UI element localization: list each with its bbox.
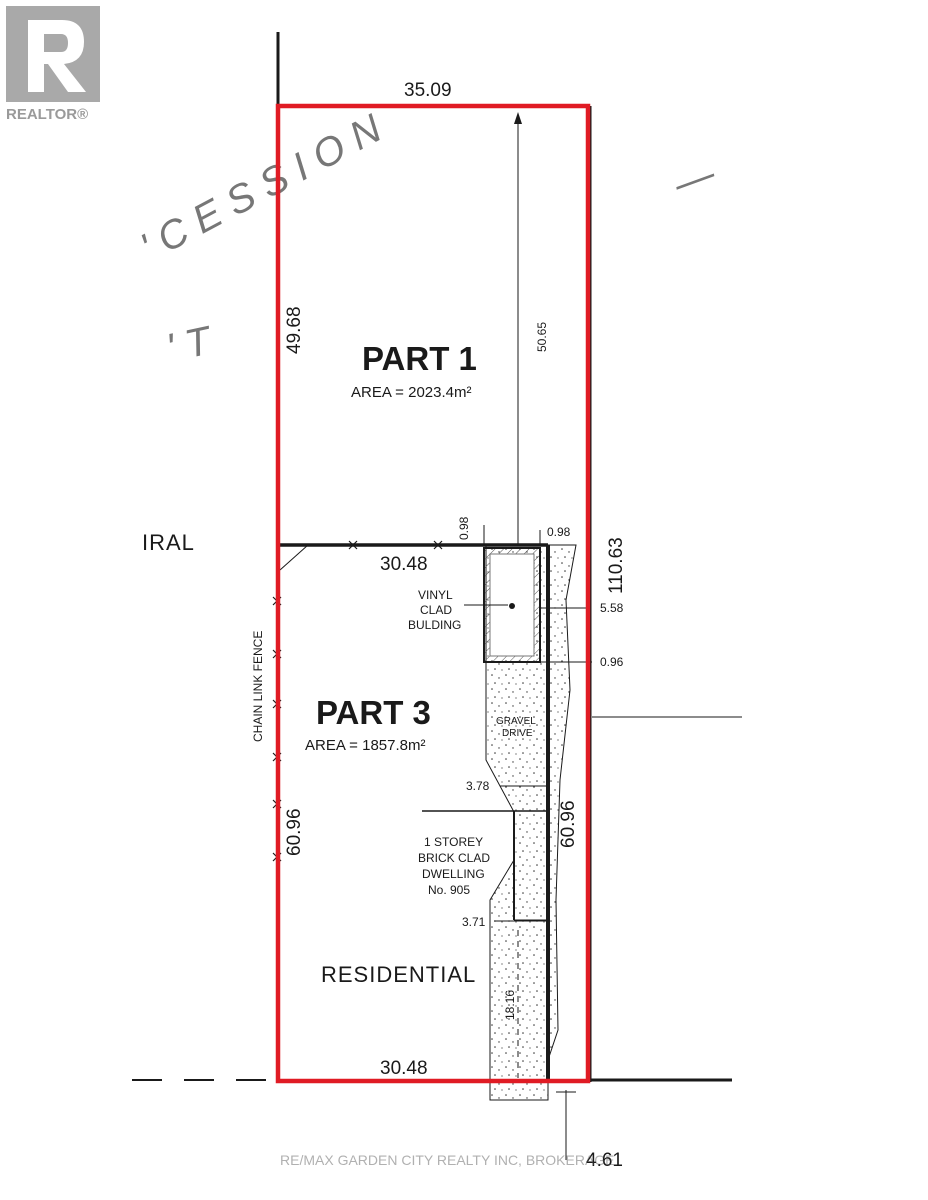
property-boundary	[275, 103, 591, 1084]
residential-label: RESIDENTIAL	[321, 962, 476, 987]
dim-offset-top-right: 0.98	[547, 525, 571, 539]
part-1-label: PART 1	[362, 340, 477, 377]
dim-offset-461: 4.61	[586, 1150, 623, 1171]
dim-offset-building: 5.58	[600, 601, 624, 615]
dim-offset-top-left: 0.98	[457, 516, 471, 540]
brokerage-watermark: RE/MAX GARDEN CITY REALTY INC, BROKERAGE	[280, 1152, 615, 1168]
building-marker-dot	[509, 603, 515, 609]
dim-left-lower: 60.96	[284, 808, 305, 856]
gravel-label-2: DRIVE	[502, 728, 533, 739]
dwelling-label-3: DWELLING	[422, 867, 485, 881]
dwelling-label-4: No. 905	[428, 883, 470, 897]
building-label-2: CLAD	[420, 603, 452, 617]
dim-dwelling-depth: 18.16	[503, 990, 517, 1020]
dim-inner-vertical: 50.65	[535, 322, 549, 352]
part-1-area: AREA = 2023.4m²	[351, 384, 471, 401]
dim-top: 35.09	[404, 80, 452, 101]
realtor-logo: REALTOR®	[6, 6, 102, 130]
ghost-dash-text: —	[667, 151, 722, 207]
fence-label: CHAIN LINK FENCE	[251, 631, 265, 742]
dim-offset-371: 3.71	[462, 915, 486, 929]
fence-diagonal	[279, 544, 309, 571]
building-label-3: BULDING	[408, 618, 461, 632]
building-label-1: VINYL	[418, 588, 453, 602]
gravel-label-1: GRAVEL	[496, 716, 536, 727]
ghost-t-text: ' T	[163, 318, 217, 371]
dwelling-label-2: BRICK CLAD	[418, 851, 490, 865]
rural-label: IRAL	[142, 530, 195, 555]
dwelling-label-1: 1 STOREY	[424, 835, 483, 849]
dim-middle: 30.48	[380, 554, 428, 575]
dim-right-total: 110.63	[606, 537, 627, 594]
ghost-concession-text: ' C E S S I O N	[134, 106, 389, 270]
realtor-logo-mark	[6, 6, 100, 102]
dim-left-upper: 49.68	[284, 306, 305, 354]
dim-50-65-arrow	[514, 112, 522, 124]
dim-right-lower: 60.96	[558, 800, 579, 848]
realtor-logo-text: REALTOR®	[6, 106, 89, 123]
part-3-label: PART 3	[316, 694, 431, 731]
dim-offset-building-bottom: 0.96	[600, 655, 624, 669]
dim-offset-378: 3.78	[466, 779, 490, 793]
part-3-area: AREA = 1857.8m²	[305, 737, 425, 754]
dim-bottom: 30.48	[380, 1058, 428, 1079]
